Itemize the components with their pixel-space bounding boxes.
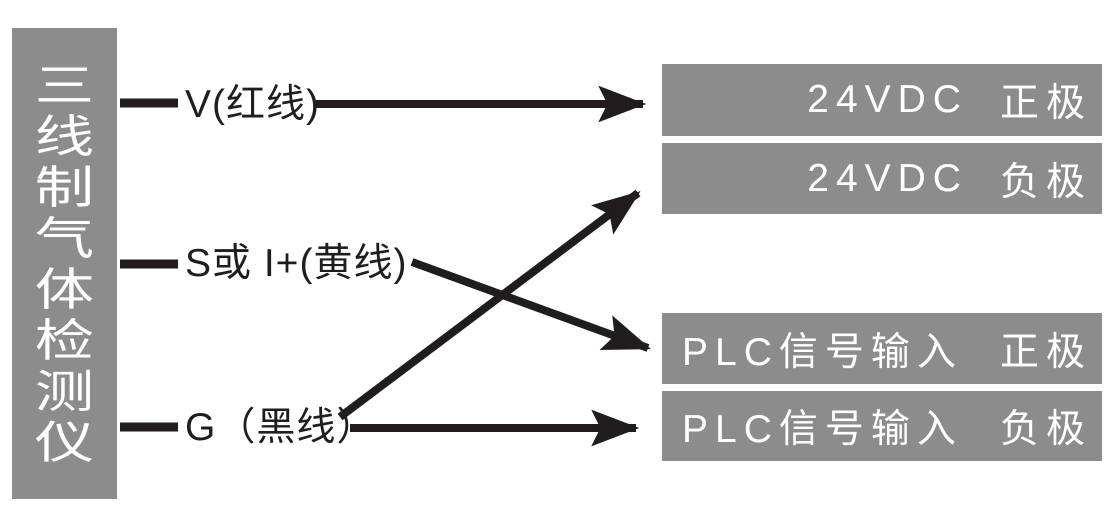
terminal-24vdc-positive: 24VDC 正极 bbox=[662, 64, 1102, 136]
terminal-polarity-label: 正极 bbox=[999, 330, 1092, 374]
terminal-source-label: PLC信号输入 bbox=[682, 408, 963, 451]
terminal-polarity-label: 负极 bbox=[999, 408, 1092, 451]
arrow-g-to-24vdc-negative bbox=[337, 189, 641, 421]
wire-label-s-yellow: S或 I+(黄线) bbox=[185, 242, 408, 285]
device-label-bar: 三线制气体检测仪 bbox=[12, 28, 117, 499]
terminal-polarity-label: 正极 bbox=[999, 82, 1092, 125]
terminal-24vdc-negative: 24VDC 负极 bbox=[662, 143, 1102, 214]
terminal-plc-signal-positive: PLC信号输入 正极 bbox=[662, 313, 1102, 384]
device-name: 三线制气体检测仪 bbox=[34, 59, 95, 468]
terminal-polarity-label: 负极 bbox=[999, 160, 1092, 204]
wire-label-v-red: V(红线) bbox=[185, 83, 320, 126]
terminal-plc-signal-negative: PLC信号输入 负极 bbox=[662, 391, 1102, 461]
terminal-source-label: 24VDC bbox=[807, 156, 968, 200]
wire-label-g-black: G（黑线） bbox=[185, 406, 377, 449]
terminal-source-label: 24VDC bbox=[807, 78, 968, 121]
terminal-source-label: PLC信号输入 bbox=[682, 330, 963, 374]
arrow-s-to-plc-positive bbox=[410, 258, 652, 352]
